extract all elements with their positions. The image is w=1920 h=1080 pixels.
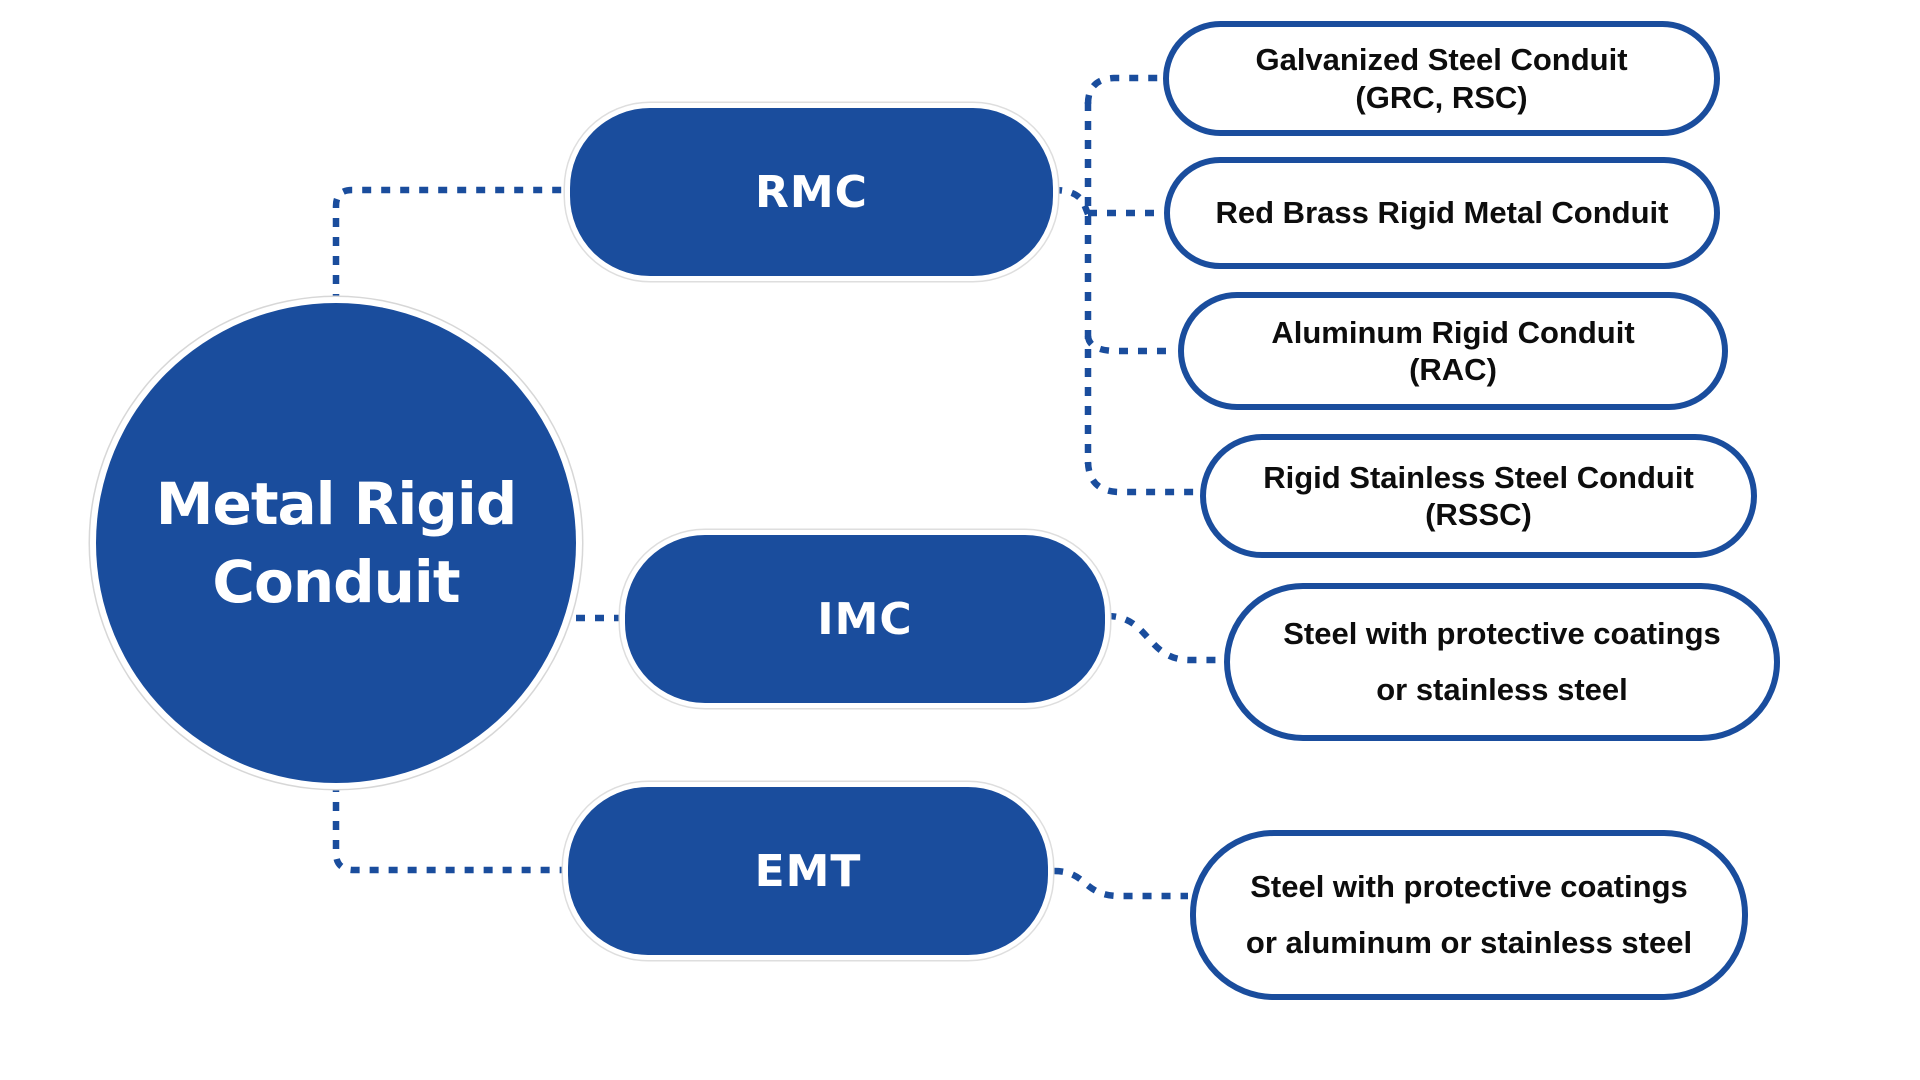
leaf-node-red-brass-rigid-metal-conduit: Red Brass Rigid Metal Conduit (1164, 157, 1720, 269)
connector-spine-to-leaf1 (1084, 74, 1161, 105)
connector-spine-to-leaf3 (1084, 335, 1176, 355)
leaf-node-emt-material: Steel with protective coatings or alumin… (1190, 830, 1748, 1000)
branch-emt-label: EMT (754, 845, 862, 897)
branch-rmc-label: RMC (755, 166, 868, 218)
leaf-node-aluminum-rigid-conduit: Aluminum Rigid Conduit (RAC) (1178, 292, 1728, 410)
root-node-metal-rigid-conduit: Metal Rigid Conduit (96, 303, 576, 783)
branch-imc-label: IMC (817, 593, 913, 645)
branch-node-rmc: RMC (570, 108, 1053, 276)
leaf-label: Rigid Stainless Steel Conduit (RSSC) (1263, 459, 1694, 532)
leaf-label: Red Brass Rigid Metal Conduit (1215, 195, 1669, 231)
branch-node-emt: EMT (568, 787, 1048, 955)
leaf-label: Steel with protective coatings or alumin… (1245, 869, 1693, 960)
branch-node-imc: IMC (625, 535, 1105, 703)
leaf-node-rigid-stainless-steel-conduit: Rigid Stainless Steel Conduit (RSSC) (1200, 434, 1757, 558)
connector-emt-to-leaf6 (1053, 867, 1188, 900)
connector-root-to-rmc (332, 186, 567, 303)
root-node-label: Metal Rigid Conduit (155, 469, 517, 616)
leaf-label: Steel with protective coatings or stainl… (1283, 616, 1721, 707)
leaf-node-galvanized-steel-conduit: Galvanized Steel Conduit (GRC, RSC) (1163, 21, 1720, 136)
connector-imc-to-leaf5 (1106, 612, 1222, 664)
connector-root-to-emt (332, 783, 566, 874)
leaf-label: Aluminum Rigid Conduit (RAC) (1271, 314, 1635, 387)
connector-spine-to-leaf4 (1084, 461, 1198, 496)
leaf-label: Galvanized Steel Conduit (GRC, RSC) (1255, 42, 1628, 115)
leaf-node-imc-material: Steel with protective coatings or stainl… (1224, 583, 1780, 741)
connector-rmc-to-spine (1052, 186, 1092, 216)
